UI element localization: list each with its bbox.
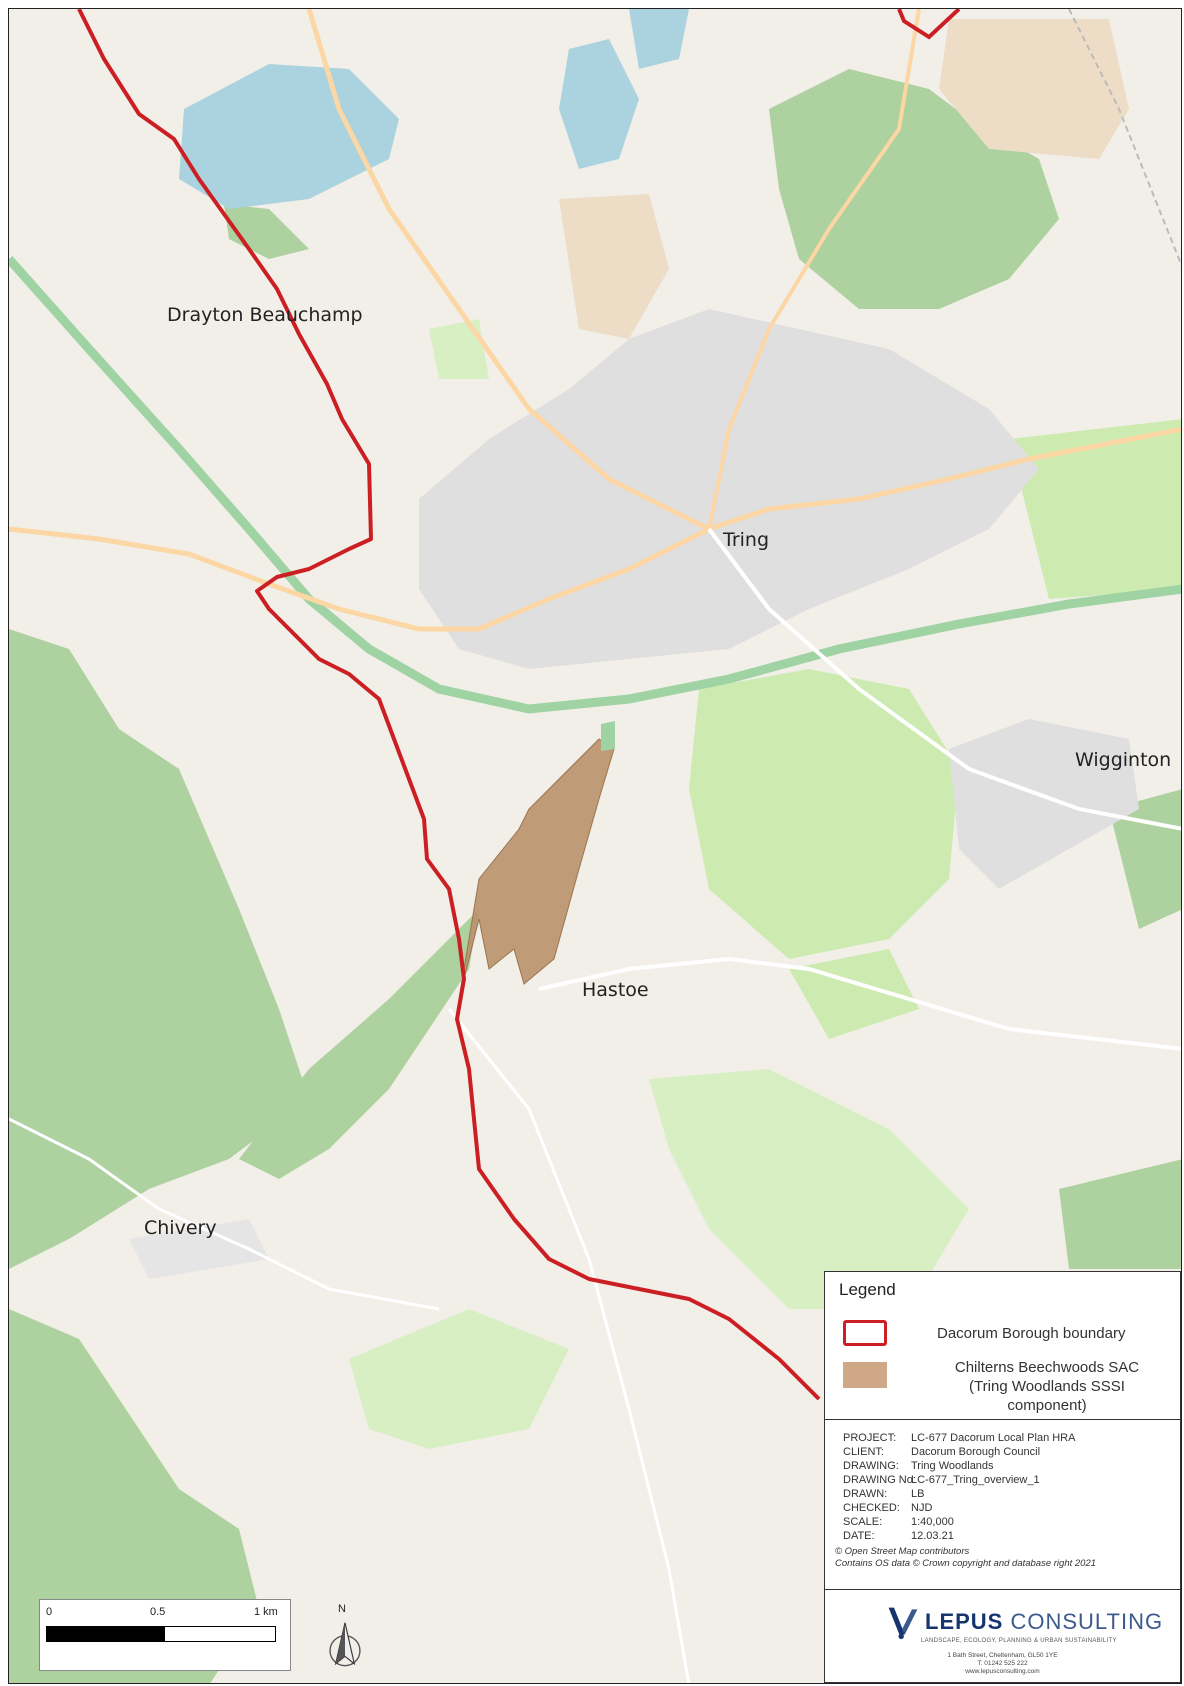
meta-key: DRAWN: <box>843 1488 888 1500</box>
woodland-southwest <box>9 1309 259 1683</box>
road-wigginton <box>707 527 1181 831</box>
label-wigginton: Wigginton <box>1075 749 1172 771</box>
scale-segment-black <box>46 1626 164 1642</box>
lepus-tagline: LANDSCAPE, ECOLOGY, PLANNING & URBAN SUS… <box>921 1638 1117 1644</box>
meta-value: Dacorum Borough Council <box>911 1446 1041 1458</box>
meta-value: 1:40,000 <box>911 1516 954 1528</box>
reservoir-large <box>179 64 399 209</box>
logo-section: LEPUS CONSULTING LANDSCAPE, ECOLOGY, PLA… <box>825 1590 1180 1683</box>
meta-project: PROJECT: LC-677 Dacorum Local Plan HRA <box>843 1432 1075 1444</box>
north-arrow: N <box>325 1603 365 1679</box>
reservoir-small <box>559 39 639 169</box>
dacorum-borough-boundary-north <box>897 9 961 40</box>
meta-value: Tring Woodlands <box>911 1460 994 1472</box>
os-credit: Contains OS data © Crown copyright and d… <box>835 1558 1097 1569</box>
scale-segment-white <box>164 1626 276 1642</box>
metadata-section: PROJECT: LC-677 Dacorum Local Plan HRA CL… <box>825 1420 1180 1590</box>
meta-drawn: DRAWN: LB <box>843 1488 924 1500</box>
legend-panel: Legend Dacorum Borough boundary Chiltern… <box>824 1271 1181 1683</box>
meta-key: DRAWING No: <box>843 1474 916 1486</box>
scale-label-1km: 1 km <box>254 1606 278 1618</box>
sac-north-tip <box>601 721 615 751</box>
meta-key: DRAWING: <box>843 1460 899 1472</box>
osm-credit: © Open Street Map contributors <box>835 1546 970 1557</box>
meta-key: PROJECT: <box>843 1432 897 1444</box>
meta-value: NJD <box>911 1502 933 1514</box>
urban-tring <box>419 309 1039 669</box>
meta-key: DATE: <box>843 1530 875 1542</box>
road-south <box>447 1008 691 1683</box>
dacorum-borough-boundary[interactable] <box>77 9 821 1401</box>
meta-key: CHECKED: <box>843 1502 900 1514</box>
lepus-bold: LEPUS <box>925 1609 1004 1634</box>
label-drayton-beauchamp: Drayton Beauchamp <box>167 304 363 326</box>
road-chivery <box>9 1117 440 1311</box>
lepus-wordmark: LEPUS CONSULTING <box>925 1609 1163 1635</box>
meta-key: SCALE: <box>843 1516 883 1528</box>
road-a41-bypass <box>9 256 1181 714</box>
meta-value: 12.03.21 <box>911 1530 954 1542</box>
lepus-address-1: 1 Bath Street, Cheltenham, GL50 1YE <box>947 1652 1058 1659</box>
legend-sac-label: Chilterns Beechwoods SAC (Tring Woodland… <box>954 1359 1140 1414</box>
meta-value: LC-677_Tring_overview_1 <box>911 1474 1040 1486</box>
lepus-address-2: T: 01242 525 222 <box>977 1660 1028 1667</box>
meta-checked: CHECKED: NJD <box>843 1502 932 1514</box>
meta-value: LC-677 Dacorum Local Plan HRA <box>911 1432 1076 1444</box>
road-main-west <box>9 426 1181 632</box>
north-arrow-icon <box>329 1622 361 1667</box>
scale-label-half: 0.5 <box>150 1606 166 1618</box>
meta-client: CLIENT: Dacorum Borough Council <box>843 1446 1040 1458</box>
north-label: N <box>338 1603 346 1615</box>
label-tring: Tring <box>723 529 770 551</box>
lepus-thin: CONSULTING <box>1010 1609 1164 1634</box>
legend-boundary-label: Dacorum Borough boundary <box>937 1325 1126 1342</box>
label-hastoe: Hastoe <box>582 979 649 1001</box>
legend-title: Legend <box>839 1280 896 1299</box>
label-chivery: Chivery <box>144 1217 217 1239</box>
map-canvas[interactable] <box>9 9 1182 1684</box>
farmland-north <box>939 19 1129 159</box>
sac-tring-woodlands[interactable] <box>458 738 615 1000</box>
meta-key: CLIENT: <box>843 1446 884 1458</box>
grass-southwest <box>349 1309 569 1449</box>
road-hastoe <box>538 956 1181 1051</box>
farmland-mid <box>559 194 669 339</box>
road-north <box>306 9 711 532</box>
woodland-southeast <box>1059 1159 1181 1269</box>
scale-bar: 0 0.5 1 km <box>39 1599 291 1671</box>
meta-scale: SCALE: 1:40,000 <box>843 1516 954 1528</box>
grass-south <box>649 1069 969 1309</box>
woodland-west <box>9 629 309 1269</box>
lepus-logo-icon <box>888 1607 918 1640</box>
map-frame: Drayton Beauchamp Tring Wigginton Hastoe… <box>8 8 1182 1684</box>
lepus-address-3: www.lepusconsulting.com <box>965 1668 1040 1675</box>
legend-section: Legend Dacorum Borough boundary Chiltern… <box>825 1272 1180 1420</box>
meta-drawing: DRAWING: Tring Woodlands <box>843 1460 994 1472</box>
urban-wigginton <box>949 719 1139 889</box>
meta-date: DATE: 12.03.21 <box>843 1530 954 1542</box>
railway <box>1068 9 1181 267</box>
scale-label-0: 0 <box>46 1606 53 1618</box>
grass-east-fields <box>1009 419 1181 599</box>
urban-chivery <box>129 1219 269 1279</box>
meta-value: LB <box>911 1488 925 1500</box>
legend-sac-swatch <box>843 1362 887 1388</box>
grass-field-north <box>429 319 489 379</box>
grass-ashridge <box>689 669 959 959</box>
meta-drawing-no: DRAWING No:LC-677_Tring_overview_1 <box>843 1474 1040 1486</box>
woodland-ridge <box>239 909 479 1179</box>
road-tring-north <box>707 9 921 530</box>
legend-boundary-swatch <box>843 1320 887 1346</box>
reservoir-north <box>629 9 689 69</box>
